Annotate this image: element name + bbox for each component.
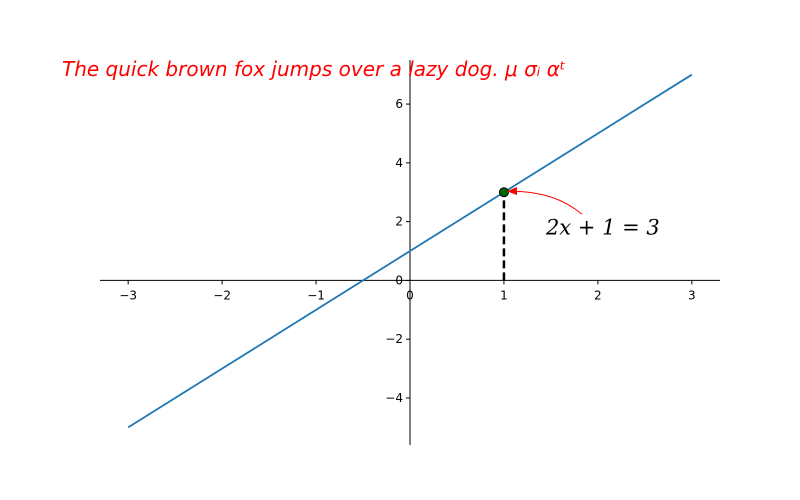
x-tick-label: 3 [688,288,696,302]
ticks-layer: −3 −2 −1 0 1 2 3 −4 −2 0 2 4 6 [119,97,695,405]
x-tick-label: 1 [500,288,508,302]
chart-title: The quick brown fox jumps over a lazy do… [62,57,566,81]
y-tick-label: 0 [395,273,403,287]
overlay-layer: 2x + 1 = 3 [498,187,660,281]
y-tick-label: −4 [385,391,403,405]
x-tick-label: −1 [307,288,325,302]
x-tick-label: −3 [119,288,137,302]
x-tick-label: −2 [213,288,231,302]
x-tick-label: 2 [594,288,602,302]
series-layer [127,73,693,429]
y-tick-label: −2 [385,332,403,346]
y-tick-label: 6 [395,97,403,111]
y-tick-label: 4 [395,156,403,170]
y-tick-label: 2 [395,215,403,229]
annotation-text: 2x + 1 = 3 [545,215,660,239]
series-line [127,73,693,429]
annotation-arrow [506,187,583,215]
highlight-point [498,187,509,198]
x-tick-label: 0 [406,288,414,302]
